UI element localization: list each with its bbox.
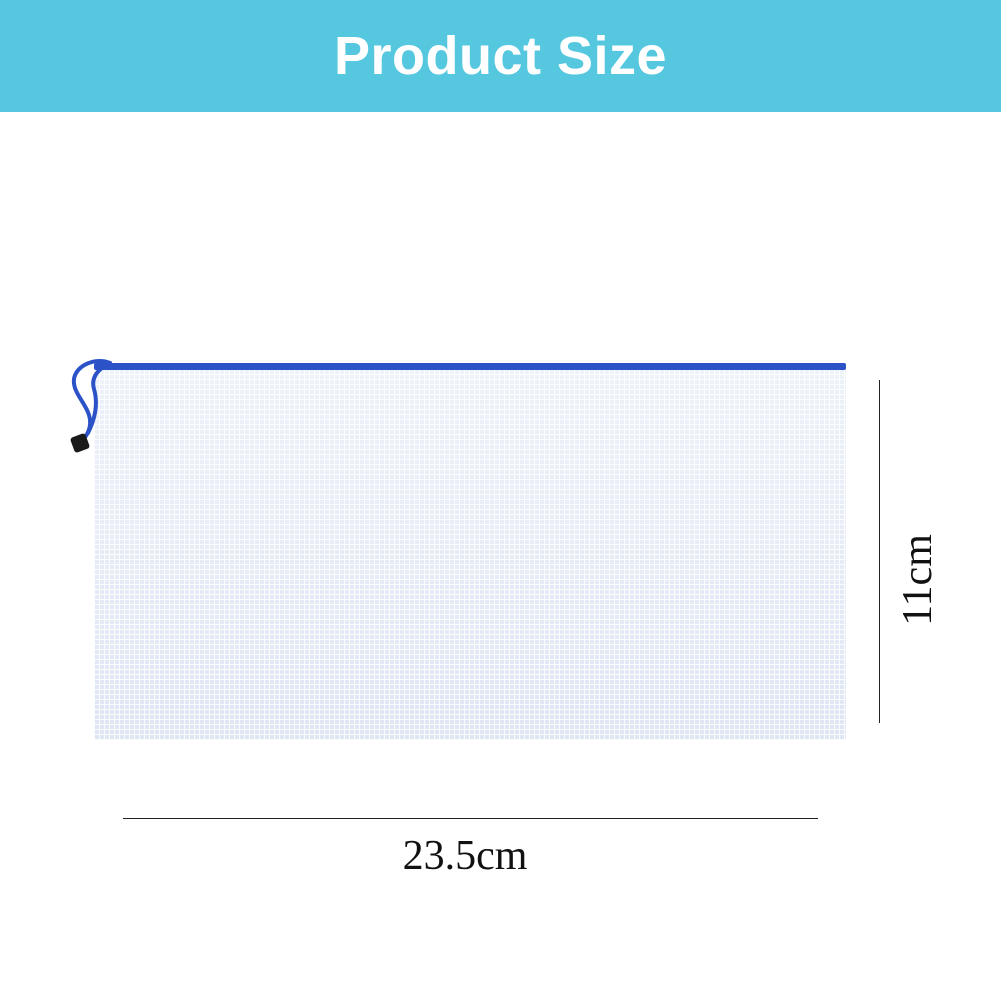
pouch-mesh-body: [94, 365, 846, 740]
height-dimension-line: [879, 380, 880, 723]
width-dimension-line: [123, 818, 818, 819]
width-dimension-label: 23.5cm: [402, 833, 528, 879]
banner-title: Product Size: [333, 26, 668, 86]
mesh-pouch-image: [66, 355, 856, 750]
height-dimension-label: 11cm: [895, 534, 941, 626]
pouch-zipper: [94, 363, 846, 370]
header-banner: Product Size: [0, 0, 1001, 112]
zipper-pull-icon: [70, 359, 112, 453]
